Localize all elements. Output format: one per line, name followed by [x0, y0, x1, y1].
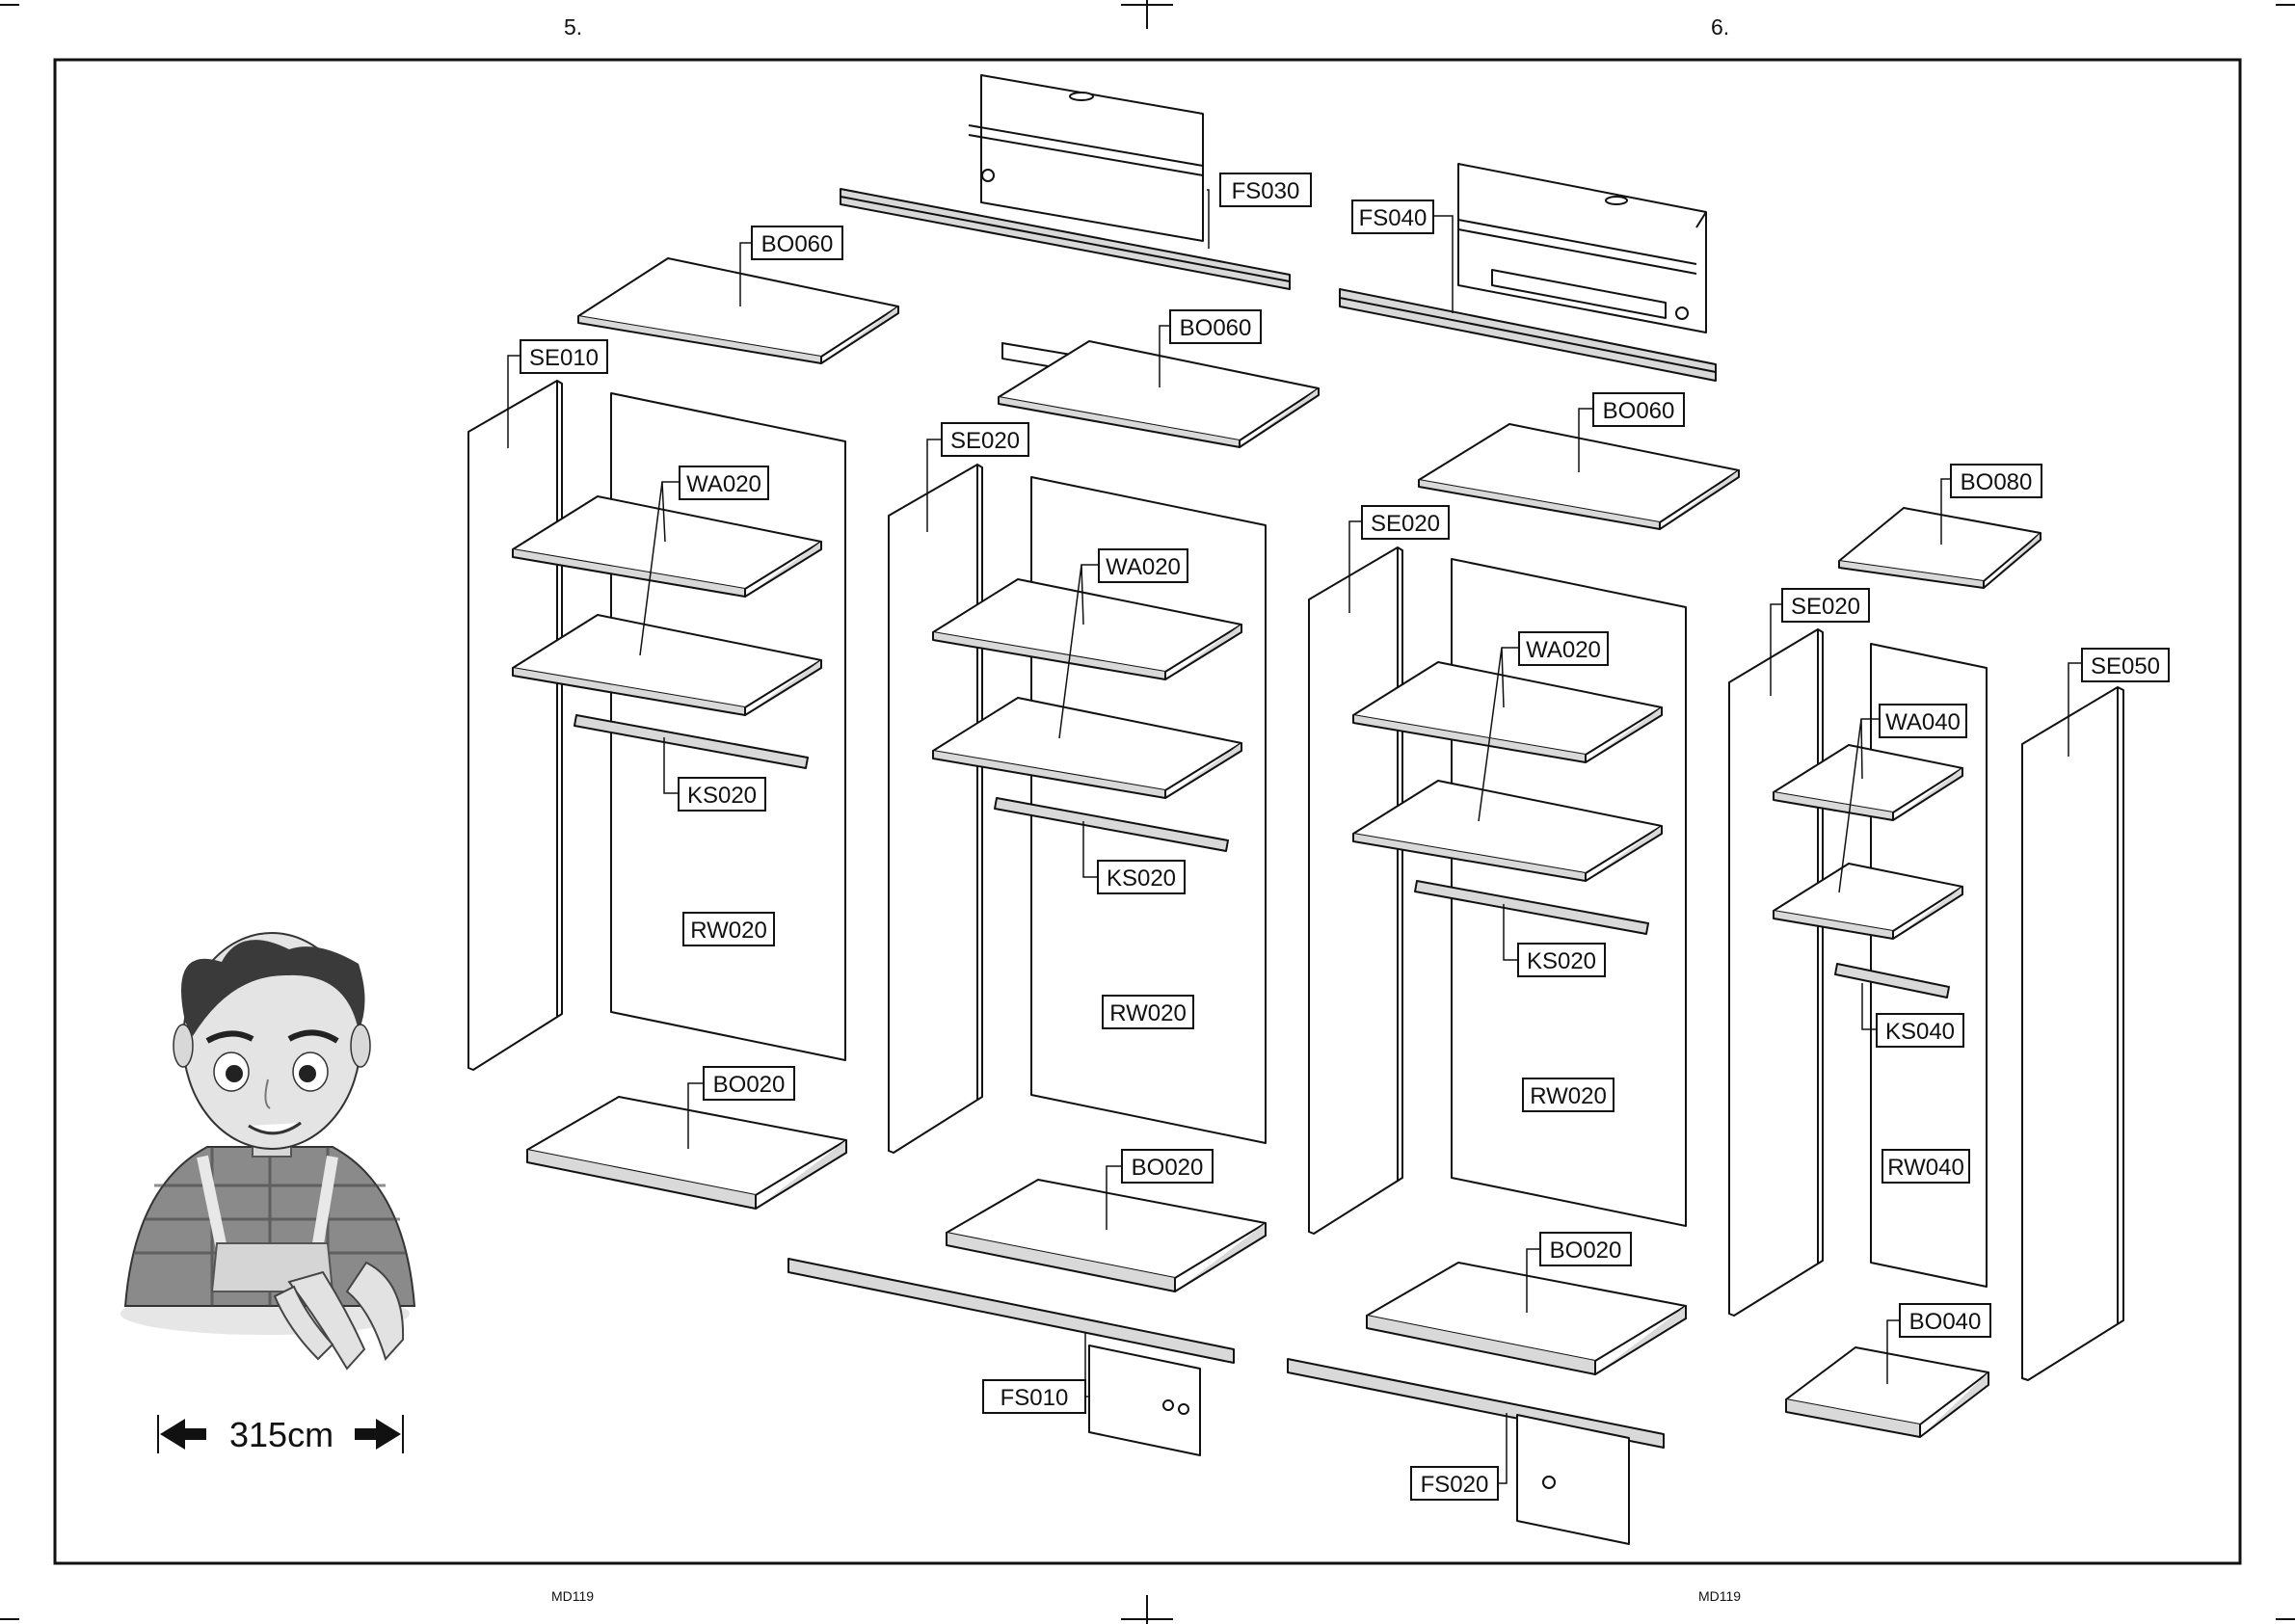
part-label-fs030: FS030	[1220, 173, 1311, 206]
part-label-se020-b: SE020	[1362, 506, 1449, 539]
side-panel-se020-a	[889, 465, 982, 1153]
part-label-ks020-b: KS020	[1098, 861, 1185, 893]
part-label-ks040: KS040	[1877, 1014, 1963, 1047]
part-code: RW020	[690, 918, 767, 944]
double-arrow-icon	[160, 1419, 206, 1450]
part-label-bo060-c: BO060	[1593, 393, 1684, 426]
part-label-fs010: FS010	[983, 1380, 1085, 1413]
part-code: WA020	[1526, 637, 1601, 663]
part-label-bo020-c: BO020	[1540, 1233, 1631, 1265]
part-code: BO020	[1550, 1238, 1622, 1264]
part-label-wa040: WA040	[1880, 705, 1966, 737]
part-code: BO080	[1961, 469, 2033, 495]
part-code: WA020	[686, 471, 761, 497]
part-code: KS040	[1885, 1019, 1955, 1045]
part-label-se020-a: SE020	[942, 423, 1028, 456]
part-label-bo040: BO040	[1900, 1304, 1990, 1337]
part-label-bo060-a: BO060	[752, 226, 842, 259]
part-code: BO060	[1180, 315, 1252, 341]
part-code: FS020	[1421, 1472, 1489, 1498]
part-label-wa020-a: WA020	[680, 466, 768, 499]
part-code: BO040	[1909, 1309, 1982, 1335]
arrow-right-icon	[355, 1419, 401, 1450]
part-label-fs040: FS040	[1352, 200, 1433, 233]
part-code: SE020	[1371, 511, 1440, 537]
top-panel-bo080	[1839, 508, 2041, 588]
part-code: RW040	[1887, 1155, 1964, 1181]
part-code: BO060	[761, 231, 834, 257]
part-label-se020-c: SE020	[1782, 589, 1869, 622]
part-code: SE050	[2091, 653, 2160, 679]
step-number-6: 6.	[1711, 14, 1729, 40]
part-code: FS010	[1001, 1385, 1069, 1411]
part-code: BO020	[1132, 1155, 1204, 1181]
top-rail-fs040	[1340, 164, 1716, 381]
side-panel-se020-b	[1309, 547, 1402, 1234]
step-number-5: 5.	[564, 14, 582, 40]
top-panel-bo060-a	[578, 258, 898, 363]
part-label-wa020-c: WA020	[1519, 632, 1608, 665]
dimension-label: 315cm	[229, 1415, 334, 1454]
part-code: RW020	[1109, 1000, 1187, 1026]
part-code: SE020	[950, 428, 1020, 454]
side-panel-se050	[2022, 687, 2123, 1380]
part-code: WA020	[1106, 554, 1181, 580]
footer-code-left: MD119	[551, 1588, 594, 1604]
part-label-se050: SE050	[2082, 649, 2169, 681]
back-wall-rw040	[1871, 644, 1987, 1287]
dimension-indicator: 315cm	[158, 1415, 403, 1454]
part-label-rw020-c: RW020	[1523, 1078, 1614, 1111]
part-label-rw020-b: RW020	[1103, 996, 1193, 1028]
part-label-bo080: BO080	[1951, 465, 2041, 497]
base-bo020-a	[527, 1097, 846, 1209]
part-label-bo020-a: BO020	[704, 1067, 794, 1100]
part-code: KS020	[687, 783, 757, 809]
part-code: BO060	[1603, 398, 1675, 424]
part-label-ks020-a: KS020	[679, 778, 765, 811]
part-label-bo020-b: BO020	[1122, 1150, 1213, 1183]
side-panel-se020-c	[1729, 629, 1823, 1316]
part-code: WA040	[1885, 709, 1961, 735]
part-label-rw020-a: RW020	[683, 913, 774, 945]
part-code: SE010	[529, 345, 599, 371]
side-panel-se010	[468, 381, 562, 1070]
part-label-se010: SE010	[520, 340, 607, 373]
bottom-rail-fs020	[1288, 1359, 1664, 1544]
part-code: KS020	[1107, 865, 1176, 892]
part-code: FS040	[1359, 205, 1428, 231]
part-code: BO020	[713, 1072, 786, 1098]
part-label-wa020-b: WA020	[1099, 549, 1188, 582]
part-label-ks020-c: KS020	[1518, 944, 1605, 976]
part-code: FS030	[1232, 178, 1300, 204]
part-code: RW020	[1530, 1083, 1607, 1109]
top-panel-bo060-b	[999, 341, 1319, 447]
footer-code-right: MD119	[1698, 1588, 1741, 1604]
part-label-rw040: RW040	[1882, 1150, 1969, 1183]
part-code: KS020	[1527, 948, 1596, 974]
part-code: SE020	[1791, 594, 1860, 620]
worker-mascot-illustration	[120, 933, 414, 1369]
part-label-bo060-b: BO060	[1170, 310, 1261, 343]
part-label-fs020: FS020	[1411, 1467, 1498, 1500]
